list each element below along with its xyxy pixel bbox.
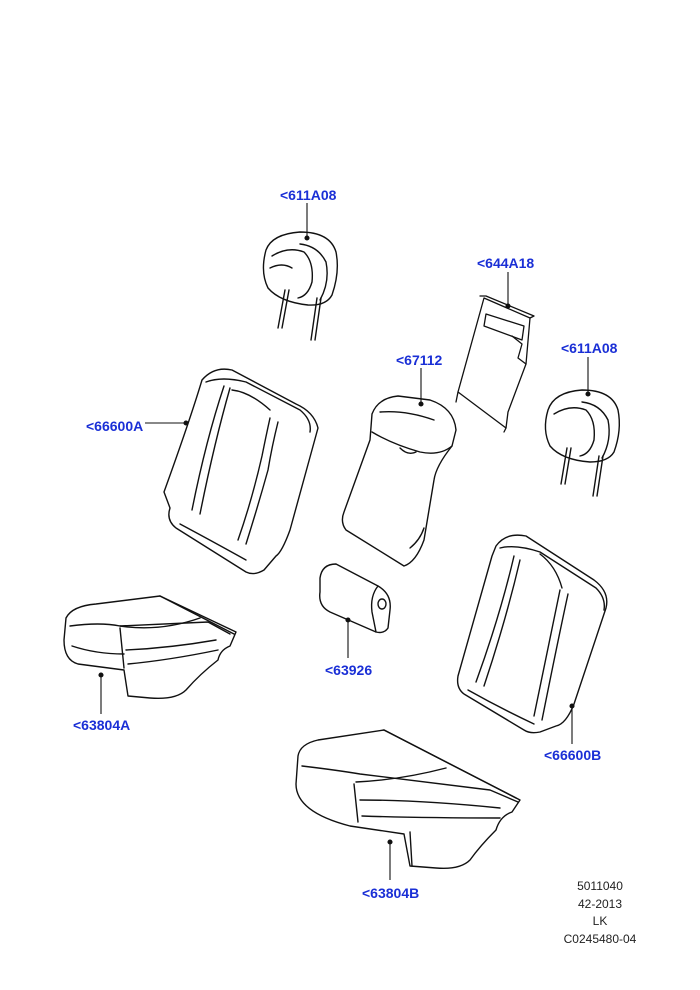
callout-cushion-right[interactable]: <63804B (362, 885, 419, 901)
callout-backrest-center[interactable]: <67112 (396, 352, 443, 368)
callout-backrest-left[interactable]: <66600A (86, 418, 143, 434)
headrest-right-part (544, 389, 621, 497)
callout-cushion-left[interactable]: <63804A (73, 717, 130, 733)
reference-line-2: 42-2013 (577, 897, 623, 911)
backrest-right-part (456, 534, 608, 734)
leader-lines (98, 203, 591, 880)
armrest-part (319, 563, 391, 634)
callout-labels: <611A08 <644A18 <611A08 <67112 <66600A <… (73, 187, 618, 901)
headrest-left-part (262, 231, 339, 341)
backrest-center-part (341, 395, 457, 567)
panel-part (455, 295, 535, 433)
cushion-left-part (63, 595, 237, 700)
callout-panel[interactable]: <644A18 (477, 255, 534, 271)
callout-backrest-right[interactable]: <66600B (544, 747, 601, 763)
reference-line-3: LK (592, 914, 608, 928)
callout-armrest[interactable]: <63926 (325, 662, 372, 678)
reference-line-1: 5011040 (577, 879, 623, 893)
callout-headrest-right[interactable]: <611A08 (561, 340, 618, 356)
cushion-right-part (295, 729, 521, 870)
reference-line-4: C0245480-04 (563, 932, 637, 946)
callout-headrest-left[interactable]: <611A08 (280, 187, 337, 203)
backrest-left-part (163, 368, 319, 575)
